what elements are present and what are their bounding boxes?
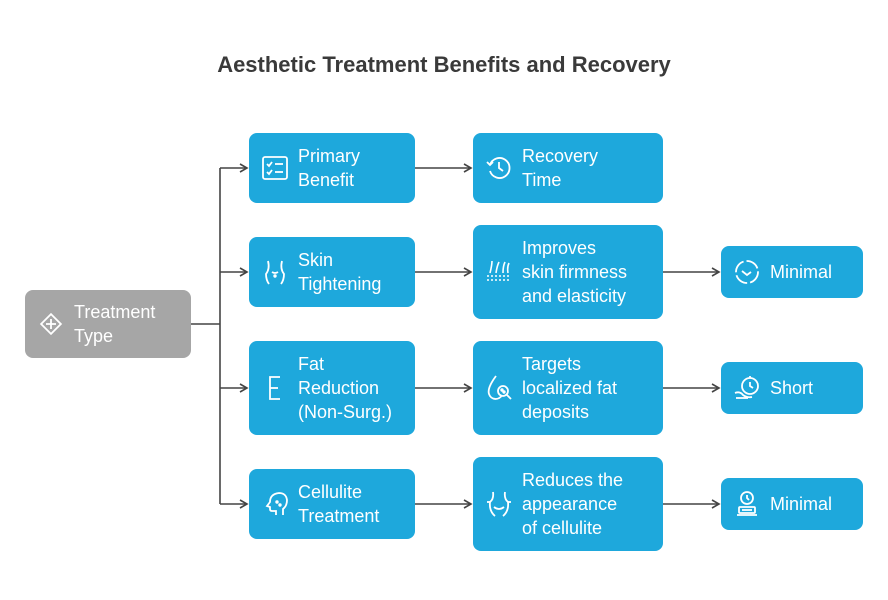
fat-reduction-label: Fat Reduction (Non-Surg.) bbox=[298, 354, 393, 422]
cellulite-treatment-label: Cellulite Treatment bbox=[298, 482, 380, 526]
cellulite-treatment-node: Cellulite Treatment bbox=[249, 469, 415, 539]
stopwatch-hand-icon bbox=[730, 371, 764, 405]
checklist-icon bbox=[258, 151, 292, 185]
recovery-time-label: Recovery Time bbox=[522, 146, 599, 190]
cellulite-benefit-node: Reduces the appearance of cellulite bbox=[473, 457, 663, 551]
skin-tightening-node: Skin Tightening bbox=[249, 237, 415, 307]
cellulite-recovery-node: Minimal bbox=[721, 478, 863, 530]
body-torso-icon bbox=[258, 255, 292, 289]
timer-icon bbox=[730, 255, 764, 289]
diagram-title: Aesthetic Treatment Benefits and Recover… bbox=[217, 52, 671, 77]
clock-rewind-icon bbox=[482, 151, 516, 185]
treatment-type-label: Treatment Type bbox=[74, 302, 156, 346]
skin-recovery-node: Minimal bbox=[721, 246, 863, 298]
skin-recovery-label: Minimal bbox=[770, 262, 833, 282]
cellulite-recovery-label: Minimal bbox=[770, 494, 833, 514]
letter-e-icon bbox=[258, 371, 292, 405]
hips-icon bbox=[482, 487, 516, 521]
skin-firmness-node: Improves skin firmness and elasticity bbox=[473, 225, 663, 319]
fat-reduction-node: Fat Reduction (Non-Surg.) bbox=[249, 341, 415, 435]
medical-cross-icon bbox=[34, 307, 68, 341]
localized-fat-node: Targets localized fat deposits bbox=[473, 341, 663, 435]
skin-layers-icon bbox=[482, 255, 516, 289]
treatment-type-node: Treatment Type bbox=[25, 290, 191, 358]
fat-recovery-node: Short bbox=[721, 362, 863, 414]
primary-benefit-label: Primary Benefit bbox=[298, 146, 360, 190]
face-profile-icon bbox=[258, 487, 292, 521]
hourglass-meter-icon bbox=[730, 487, 764, 521]
fat-drop-magnifier-icon bbox=[482, 371, 516, 405]
cellulite-benefit-label: Reduces the appearance of cellulite bbox=[522, 470, 624, 538]
localized-fat-label: Targets localized fat deposits bbox=[522, 354, 618, 422]
primary-benefit-header: Primary Benefit bbox=[249, 133, 415, 203]
skin-firmness-label: Improves skin firmness and elasticity bbox=[522, 238, 628, 306]
recovery-time-header: Recovery Time bbox=[473, 133, 663, 203]
fat-recovery-label: Short bbox=[770, 378, 814, 398]
skin-tightening-label: Skin Tightening bbox=[298, 250, 382, 294]
